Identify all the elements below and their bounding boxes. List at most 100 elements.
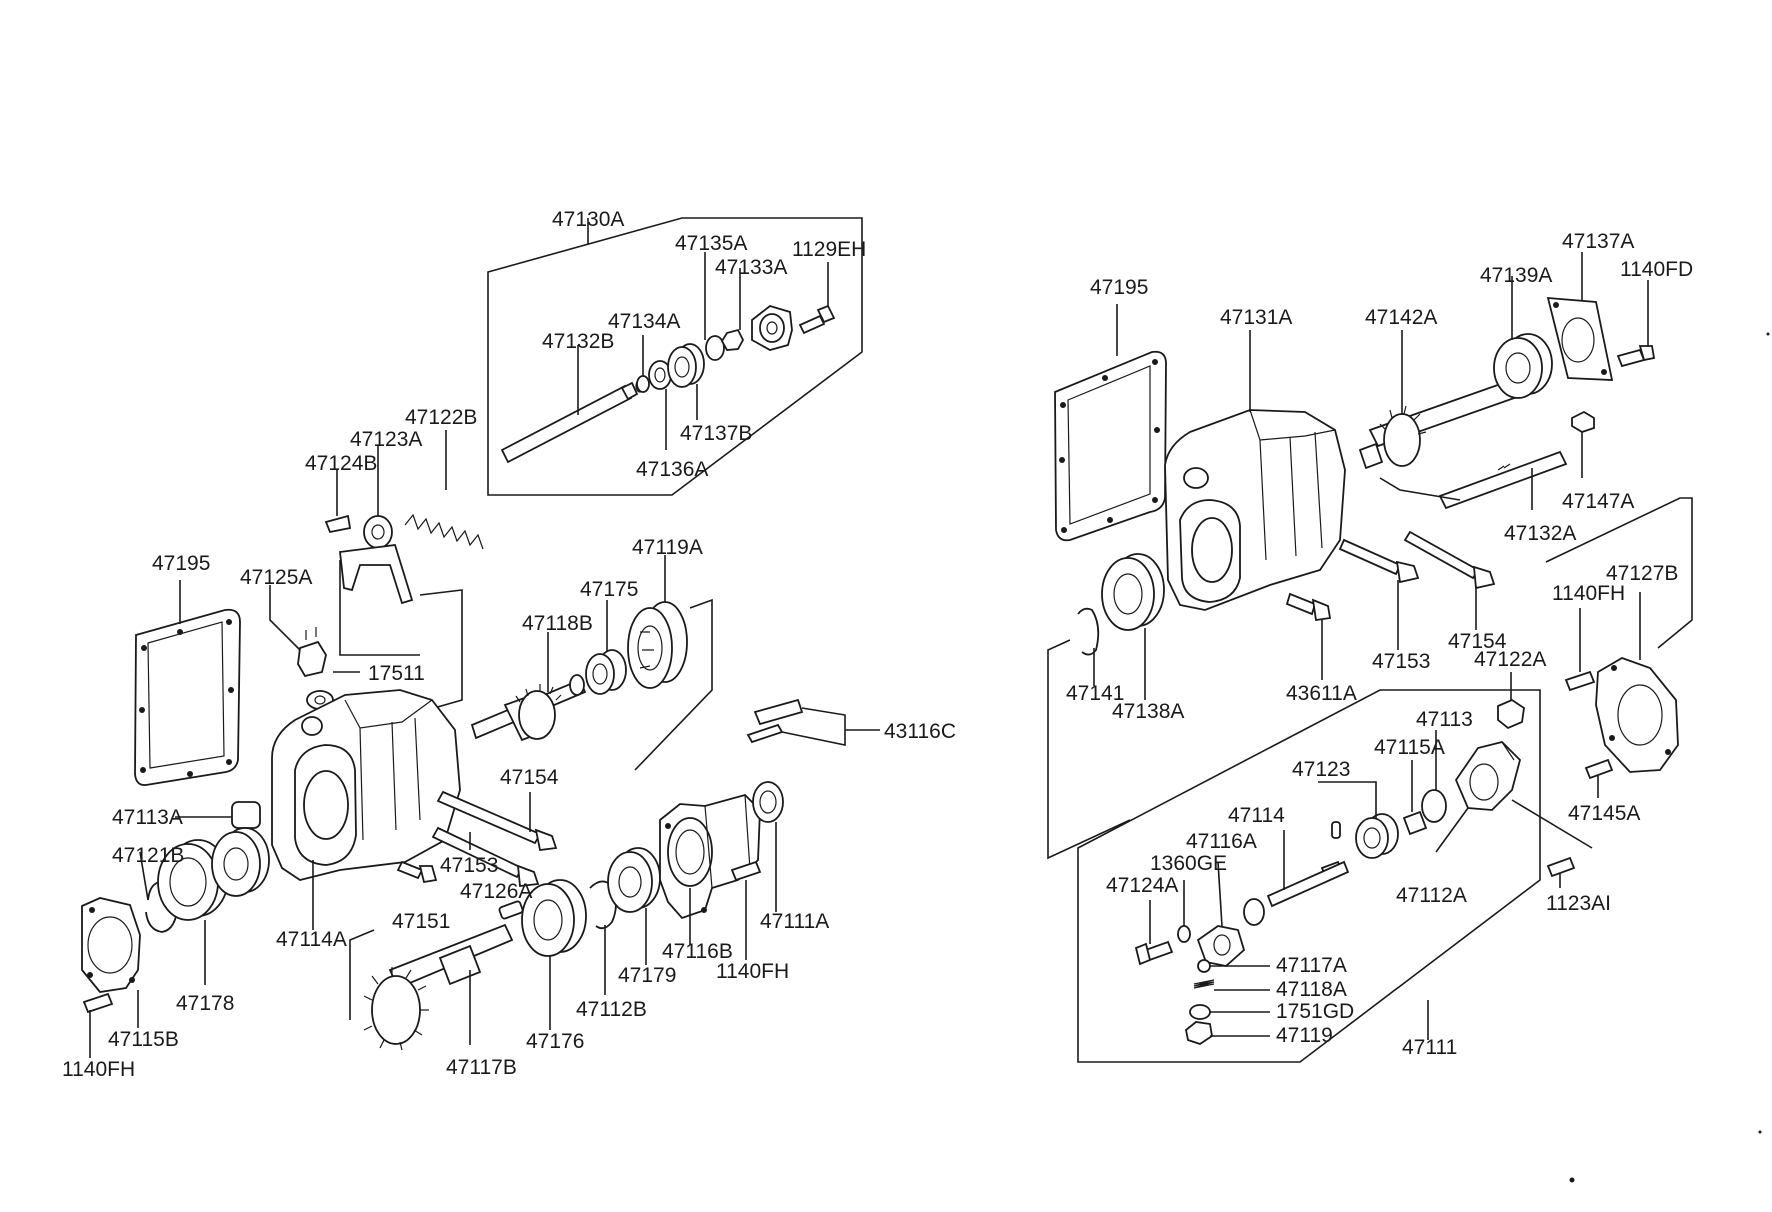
label-47124A: 47124A	[1106, 874, 1178, 897]
label-47121B: 47121B	[112, 844, 184, 867]
sensor-43116C	[746, 698, 880, 746]
shift-fork-47123A	[339, 446, 414, 605]
bolt-47153-left	[431, 826, 540, 887]
part-labels: 47130A 47135A 1129EH 47133A 47134A 47132…	[62, 208, 1693, 1081]
label-47115B: 47115B	[108, 1028, 179, 1051]
label-47151: 47151	[392, 910, 450, 933]
label-47127B: 47127B	[1606, 562, 1678, 585]
label-47137B: 47137B	[680, 422, 752, 445]
plug-47113A	[175, 801, 261, 829]
label-47125A: 47125A	[240, 566, 312, 589]
ball-47117A	[1197, 959, 1270, 973]
label-1140FD: 1140FD	[1620, 258, 1693, 281]
label-47178: 47178	[176, 992, 234, 1015]
gear-shaft-47142A	[1358, 330, 1522, 470]
label-47130A: 47130A	[552, 208, 624, 231]
bolt-47154-left	[436, 790, 558, 851]
label-47131A: 47131A	[1220, 306, 1292, 329]
label-47119: 47119	[1276, 1024, 1333, 1047]
label-1129EH: 1129EH	[792, 238, 866, 261]
gasket-47195-left	[134, 580, 241, 786]
bolt-47151	[396, 860, 438, 884]
output-shaft-47117B	[349, 923, 514, 1051]
label-47145A: 47145A	[1568, 802, 1640, 825]
label-47136A: 47136A	[636, 458, 708, 481]
shaft-47114	[1266, 830, 1350, 908]
bolt-47153-right	[1338, 538, 1420, 650]
plug-47122A	[1497, 672, 1525, 730]
lever-47116A	[1196, 861, 1246, 967]
spring-47122B	[404, 430, 484, 550]
cover-47127B	[1595, 592, 1679, 773]
bearing-47139A	[1493, 276, 1553, 399]
label-47114A: 47114A	[276, 928, 347, 951]
plug-47147A	[1571, 410, 1595, 478]
label-47142A: 47142A	[1365, 306, 1437, 329]
gear-47119A	[627, 555, 688, 689]
label-47195-right: 47195	[1090, 276, 1148, 299]
label-47134A: 47134A	[608, 310, 680, 333]
bearing-left-47178	[211, 827, 270, 897]
sleeve-47123	[1318, 781, 1399, 859]
label-47123: 47123	[1292, 758, 1350, 781]
label-47117B: 47117B	[446, 1056, 517, 1079]
bolt-47154-right	[1403, 530, 1496, 630]
cover-47137A	[1546, 252, 1614, 381]
case-housing-47114A	[271, 689, 461, 930]
bolt-1140FH-middle	[730, 860, 762, 960]
nut-47133A	[720, 268, 745, 351]
label-47111: 47111	[1402, 1036, 1457, 1059]
label-47117A: 47117A	[1276, 954, 1347, 977]
needle-bearing-47175	[585, 600, 627, 695]
label-1360GE: 1360GE	[1150, 852, 1227, 875]
bolt-47124A	[1134, 900, 1174, 966]
label-43116C: 43116C	[884, 720, 956, 743]
label-47119A: 47119A	[632, 536, 703, 559]
bolt-1140FD	[1616, 280, 1656, 368]
bushing-47137B	[667, 343, 705, 420]
label-47116A: 47116A	[1186, 830, 1257, 853]
cover-plate-47115B	[81, 897, 141, 1028]
o-ring-47113	[1421, 730, 1447, 823]
label-47118A: 47118A	[1276, 978, 1347, 1001]
label-47153-left: 47153	[440, 854, 498, 877]
label-47126A: 47126A	[460, 880, 532, 903]
label-47141: 47141	[1066, 682, 1124, 705]
label-47111A: 47111A	[760, 910, 829, 933]
label-47138A: 47138A	[1112, 700, 1184, 723]
label-47113A: 47113A	[112, 806, 183, 829]
label-47195-left: 47195	[152, 552, 210, 575]
label-43611A: 43611A	[1286, 682, 1357, 705]
bushing-47114	[1243, 898, 1265, 926]
label-47124B: 47124B	[305, 452, 377, 475]
spring-47118A	[1193, 979, 1270, 991]
housing-47112A	[1435, 741, 1522, 853]
label-47116B: 47116B	[662, 940, 733, 963]
label-17511: 17511	[368, 662, 425, 685]
label-47153-right: 47153	[1372, 650, 1430, 673]
bearing-47176	[521, 879, 587, 1030]
label-47118B: 47118B	[522, 612, 593, 635]
bolt-1140FH-right	[1564, 608, 1596, 692]
label-1140FH-right: 1140FH	[1552, 582, 1625, 605]
gasket-1751GD	[1189, 1004, 1270, 1020]
switch-47125A	[269, 585, 327, 678]
label-47176: 47176	[526, 1030, 584, 1053]
washer-47136A	[648, 360, 672, 450]
label-47147A: 47147A	[1562, 490, 1634, 513]
screw-1129EH	[798, 262, 836, 335]
label-47113: 47113	[1416, 708, 1473, 731]
label-1140FH-middle: 1140FH	[716, 960, 789, 983]
case-housing-47131A	[1164, 330, 1346, 611]
label-47112A: 47112A	[1396, 884, 1467, 907]
label-1123AI: 1123AI	[1546, 892, 1611, 915]
label-47179: 47179	[618, 964, 676, 987]
shift-rod-47132A	[1438, 450, 1568, 510]
label-1751GD: 1751GD	[1276, 1000, 1354, 1023]
kit-box-47130A	[487, 217, 863, 496]
snap-ring-47141	[1077, 607, 1100, 686]
label-47122A: 47122A	[1474, 648, 1546, 671]
label-47154-left: 47154	[500, 766, 559, 789]
label-47175: 47175	[580, 578, 638, 601]
